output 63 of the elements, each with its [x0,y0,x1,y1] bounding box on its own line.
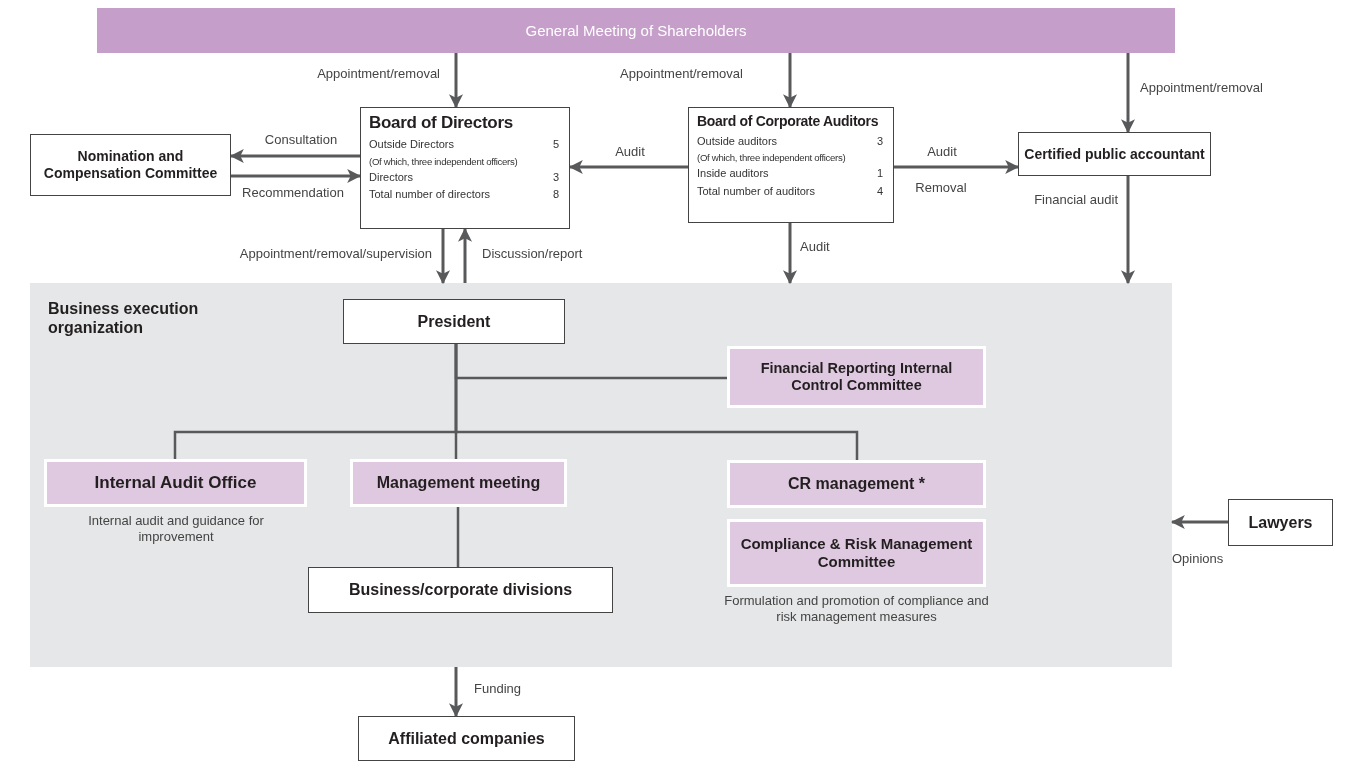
row-value: 1 [876,167,883,181]
arrow [1121,53,1135,134]
arrow [1170,515,1228,529]
org-box: Lawyers [1228,499,1333,546]
edge-label: Discussion/report [482,246,584,261]
edge-label: Audit [926,144,958,159]
connector-line [456,507,460,567]
arrow [458,227,472,283]
row-value: 4 [876,184,883,198]
board-title: Board of Corporate Auditors [697,113,880,130]
arrow [783,53,797,109]
arrow [783,223,797,285]
meeting-band: General Meeting of Shareholders [97,8,1175,53]
edge-label: Appointment/removal/supervision [238,246,432,261]
arrow [229,149,360,163]
row-value: 8 [552,188,559,202]
row-note: (Of which, three independent officers) [369,155,518,168]
edge-label: Appointment/removal [1140,80,1264,95]
description-text: Formulation and promotion of compliance and risk management measures [723,593,990,625]
row-value: 3 [552,171,559,185]
row-note: (Of which, three independent officers) [697,152,846,164]
edge-label: Funding [474,681,522,696]
board-box [688,107,894,223]
row-label: Outside Directors [369,138,454,152]
connector-line [454,344,859,460]
arrow [449,53,463,109]
organization-panel [30,283,1172,667]
row-label: Outside auditors [697,134,778,148]
arrow [436,229,450,285]
board-title: Board of Directors [369,113,514,134]
arrow [231,169,362,183]
org-box: President [343,299,565,344]
arrow [568,160,688,174]
org-box: Business/corporate divisions [308,567,613,613]
edge-label: Opinions [1172,551,1225,566]
committee-box: Financial Reporting Internal Control Committee [727,346,986,408]
row-value: 5 [552,138,559,152]
edge-label: Audit [614,144,646,159]
panel-heading: Business execution organization [48,299,200,338]
row-label: Total number of directors [369,188,491,202]
arrow [1121,176,1135,285]
org-box: Nomination and Compensation Committee [30,134,231,196]
arrow [449,667,463,718]
committee-box: Internal Audit Office [44,459,307,507]
committee-box: Management meeting [350,459,567,507]
description-text: Internal audit and guidance for improvement [87,513,265,545]
edge-label: Consultation [263,132,339,147]
row-label: Total number of auditors [697,184,815,198]
row-label: Inside auditors [697,167,769,181]
edge-label: Appointment/removal [620,66,744,81]
committee-box: CR management * [727,460,986,508]
board-box [360,107,570,229]
annotation-text: Removal [914,180,968,195]
edge-label: Audit [800,239,831,254]
arrow [894,160,1020,174]
org-box: Affiliated companies [358,716,575,761]
row-value: 3 [876,134,883,148]
org-box: Certified public accountant [1018,132,1211,176]
edge-label: Financial audit [1033,192,1118,207]
row-label: Directors [369,171,413,185]
committee-box: Compliance & Risk Management Committee [727,519,986,587]
edge-label: Appointment/removal [316,66,440,81]
edge-label: Recommendation [241,185,345,200]
